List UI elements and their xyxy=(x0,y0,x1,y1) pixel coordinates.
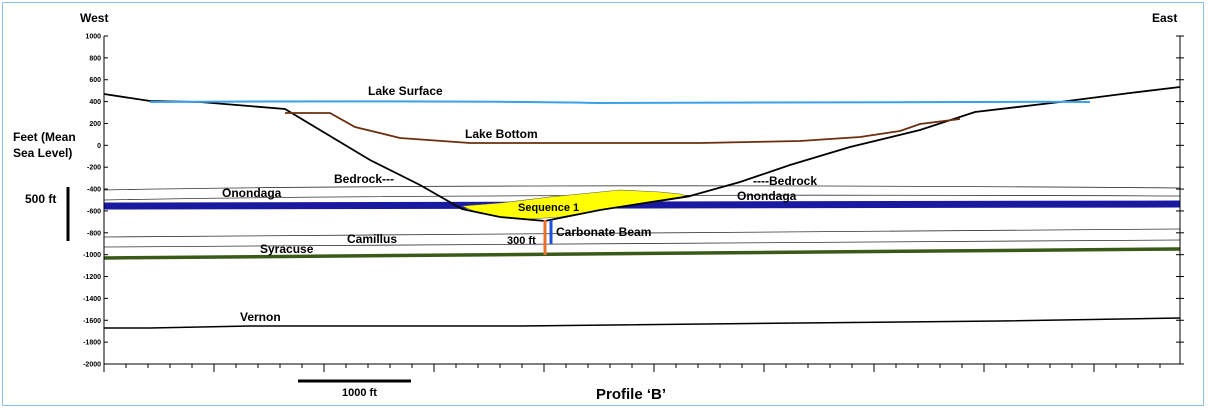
vernon-line xyxy=(104,317,1181,329)
lake-surface-label: Lake Surface xyxy=(368,84,443,98)
y-tick-group: 1000 800 600 400 200 0 -200 -400 -600 -800 -1000 -1… xyxy=(83,34,108,369)
camillus-label: Camillus xyxy=(347,232,397,246)
y-tick-label: 1000 xyxy=(85,34,101,41)
vertical-scale-label: 500 ft xyxy=(25,192,56,206)
y-tick-label: -600 xyxy=(87,208,101,215)
horizontal-scale-label: 1000 ft xyxy=(342,387,377,399)
y-tick-label: -800 xyxy=(87,230,101,237)
lake-surface-line xyxy=(149,100,1091,105)
right-tick-group xyxy=(1176,35,1184,365)
lake-bottom-line xyxy=(285,112,961,144)
y-tick-label: -1600 xyxy=(83,318,101,325)
y-tick-label: 200 xyxy=(89,121,101,128)
syracuse-label: Syracuse xyxy=(260,242,314,256)
y-tick-label: -1200 xyxy=(83,274,101,281)
y-tick-label: -400 xyxy=(87,187,101,194)
y-tick-label: 600 xyxy=(89,77,101,84)
y-tick-label: 400 xyxy=(89,99,101,106)
x-tick-group xyxy=(103,364,1161,372)
y-axis-title-line1: Feet (Mean xyxy=(13,130,76,144)
vernon-label: Vernon xyxy=(240,310,281,324)
bedrock-left-label: Bedrock--- xyxy=(334,172,394,186)
y-tick-label: -200 xyxy=(87,165,101,172)
lake-bottom-label: Lake Bottom xyxy=(465,127,538,141)
onondaga-left-label: Onondaga xyxy=(222,186,282,200)
profile-title: Profile ‘B’ xyxy=(596,386,666,403)
bedrock-right-label: ----Bedrock xyxy=(753,174,817,188)
y-tick-label: -2000 xyxy=(83,362,101,369)
y-tick-label: 800 xyxy=(89,55,101,62)
onondaga-right-label: Onondaga xyxy=(737,189,797,203)
syracuse-line xyxy=(103,247,1181,260)
y-tick-label: -1000 xyxy=(83,252,101,259)
y-axis-title-line2: Sea Level) xyxy=(13,146,72,160)
y-tick-label: -1800 xyxy=(83,340,101,347)
thickness-label: 300 ft xyxy=(507,235,536,247)
carbonate-beam-label: Carbonate Beam xyxy=(556,225,651,239)
sequence-1-label: Sequence 1 xyxy=(518,202,579,214)
y-tick-label: -1400 xyxy=(83,296,101,303)
west-label: West xyxy=(80,11,108,25)
east-label: East xyxy=(1152,11,1177,25)
y-tick-label: 0 xyxy=(97,143,101,150)
